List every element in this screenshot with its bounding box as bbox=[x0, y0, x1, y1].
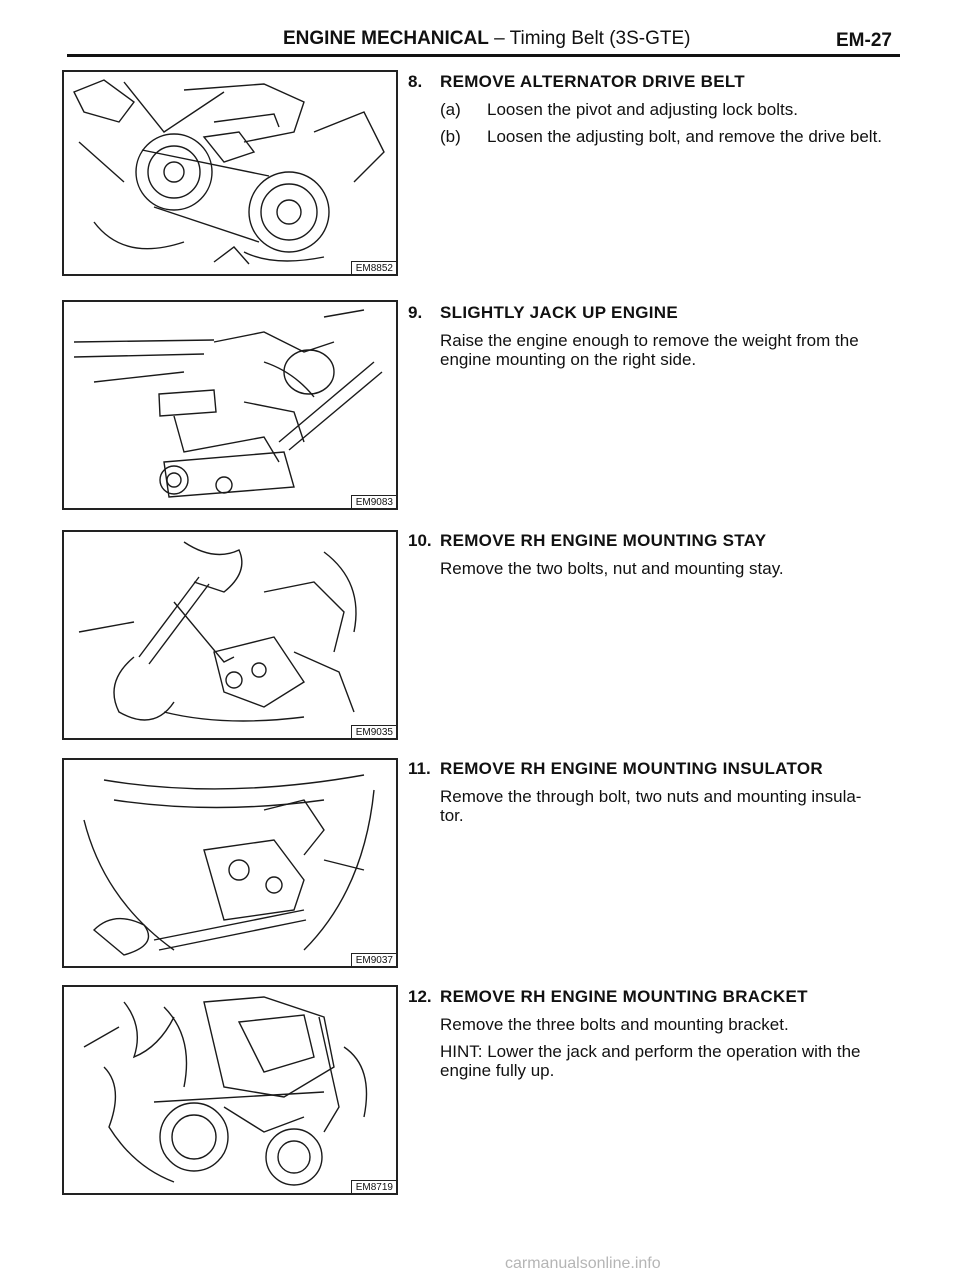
step-11: 11. REMOVE RH ENGINE MOUNTING INSULATOR … bbox=[408, 759, 898, 829]
section-subtitle: – Timing Belt (3S-GTE) bbox=[488, 28, 691, 49]
figure-code: EM8719 bbox=[350, 1180, 396, 1193]
step-text: Remove the three bolts and mounting brac… bbox=[440, 1015, 789, 1034]
page-header: ENGINE MECHANICAL – Timing Belt (3S-GTE)… bbox=[0, 0, 960, 60]
step-text: Remove the two bolts, nut and mounting s… bbox=[440, 559, 784, 578]
mounting-stay-removal-illustration bbox=[78, 541, 357, 722]
figure-code: EM9037 bbox=[350, 953, 396, 966]
step-title: SLIGHTLY JACK UP ENGINE bbox=[440, 303, 679, 322]
figure-alternator-belt: EM8852 bbox=[62, 70, 398, 276]
step-number: 10. bbox=[408, 531, 432, 550]
figure-code: EM9035 bbox=[350, 725, 396, 738]
step-number: 12. bbox=[408, 987, 432, 1006]
mounting-insulator-removal-illustration bbox=[83, 774, 375, 956]
mounting-bracket-removal-illustration bbox=[83, 996, 368, 1186]
figure-mounting-stay: EM9035 bbox=[62, 530, 398, 740]
step-10: 10. REMOVE RH ENGINE MOUNTING STAY Remov… bbox=[408, 531, 898, 581]
substep-text: Loosen the pivot and adjusting lock bolt… bbox=[487, 100, 798, 119]
step-title: REMOVE RH ENGINE MOUNTING BRACKET bbox=[440, 987, 808, 1006]
substep-b: (b) Loosen the adjusting bolt, and remov… bbox=[440, 127, 900, 167]
step-number: 11. bbox=[408, 759, 431, 778]
substep-label: (b) bbox=[440, 127, 461, 146]
watermark[interactable]: carmanualsonline.info bbox=[505, 1255, 661, 1272]
substep-label: (a) bbox=[440, 100, 461, 119]
figure-code: EM8852 bbox=[350, 261, 396, 274]
header-title: ENGINE MECHANICAL – Timing Belt (3S-GTE) bbox=[283, 28, 691, 50]
step-title: REMOVE ALTERNATOR DRIVE BELT bbox=[440, 72, 745, 91]
substep-text: Loosen the adjusting bolt, and remove th… bbox=[487, 127, 883, 146]
step-9: 9. SLIGHTLY JACK UP ENGINE Raise the eng… bbox=[408, 303, 898, 373]
figure-mounting-bracket: EM8719 bbox=[62, 985, 398, 1195]
header-rule bbox=[67, 54, 900, 57]
figure-code: EM9083 bbox=[350, 495, 396, 508]
step-number: 8. bbox=[408, 72, 423, 91]
page-number: EM-27 bbox=[836, 30, 892, 51]
step-title: REMOVE RH ENGINE MOUNTING INSULATOR bbox=[440, 759, 823, 778]
step-text: Raise the engine enough to remove the we… bbox=[440, 331, 859, 369]
step-title: REMOVE RH ENGINE MOUNTING STAY bbox=[440, 531, 767, 550]
figure-jack-up-engine: EM9083 bbox=[62, 300, 398, 510]
figure-mounting-insulator: EM9037 bbox=[62, 758, 398, 968]
step-number: 9. bbox=[408, 303, 423, 322]
step-12: 12. REMOVE RH ENGINE MOUNTING BRACKET Re… bbox=[408, 987, 898, 1087]
step-text: Remove the through bolt, two nuts and mo… bbox=[440, 787, 862, 825]
alternator-drive-belt-illustration bbox=[73, 79, 385, 265]
hint-text: HINT: Lower the jack and perform the ope… bbox=[440, 1042, 861, 1080]
section-title: ENGINE MECHANICAL bbox=[283, 28, 489, 49]
step-8: 8. REMOVE ALTERNATOR DRIVE BELT (a) Loos… bbox=[408, 72, 898, 162]
substep-a: (a) Loosen the pivot and adjusting lock … bbox=[440, 100, 900, 120]
jack-under-engine-illustration bbox=[73, 309, 383, 498]
